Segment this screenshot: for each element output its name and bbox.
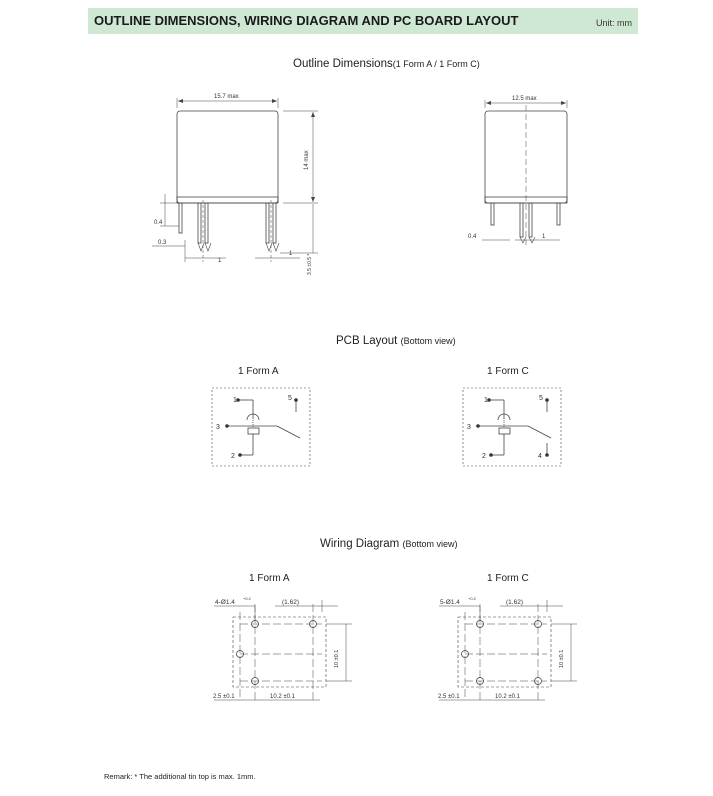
wiring-c-height: 10 ±0.1 <box>559 650 565 668</box>
remark-note: Remark: * The additional tin top is max.… <box>104 772 256 781</box>
front-thickness-label: 0.4 <box>468 234 477 240</box>
wiring-a-pitch-a: 2.5 ±0.1 <box>213 694 235 700</box>
outline-title: Outline Dimensions <box>293 58 393 70</box>
wiring-c-holes: 5-Ø1.4 <box>440 599 460 606</box>
front-width-label: 12.5 max <box>512 96 537 102</box>
pcb-heading: PCB Layout (Bottom view) <box>336 335 456 347</box>
pcb-c-pin-5: 5 <box>539 395 543 402</box>
outline-heading: Outline Dimensions(1 Form A / 1 Form C) <box>293 58 480 70</box>
pcb-form-c-label: 1 Form C <box>487 366 529 377</box>
wiring-a-tol: +0.2 <box>243 596 252 601</box>
outline-front-view <box>482 100 568 245</box>
pcb-a-pin-1: 1 <box>233 397 237 404</box>
outline-side-view <box>152 98 318 262</box>
side-pitch-label-2: 1 <box>289 251 293 257</box>
pin-length-label: 3.5 ±0.5 * <box>307 254 313 275</box>
side-pitch-label-1: 1 <box>218 258 222 264</box>
section-header: OUTLINE DIMENSIONS, WIRING DIAGRAM AND P… <box>88 8 638 34</box>
pcb-c-pin-3: 3 <box>467 424 471 431</box>
wiring-a-height: 10 ±0.1 <box>334 650 340 668</box>
pcb-c-pin-1: 1 <box>484 397 488 404</box>
side-offset-label: 0.3 <box>158 240 167 246</box>
pcb-form-c-diagram <box>462 387 562 467</box>
header-title: OUTLINE DIMENSIONS, WIRING DIAGRAM AND P… <box>94 13 519 28</box>
wiring-a-holes: 4-Ø1.4 <box>215 599 235 606</box>
side-thickness-label: 0.4 <box>154 220 163 226</box>
pcb-a-pin-5: 5 <box>288 395 292 402</box>
wiring-c-pitch-b: 10.2 ±0.1 <box>495 694 521 700</box>
wiring-form-c-label: 1 Form C <box>487 573 529 584</box>
pcb-c-pin-2: 2 <box>482 453 486 460</box>
pcb-subtitle: (Bottom view) <box>400 336 456 346</box>
wiring-subtitle: (Bottom view) <box>402 539 458 549</box>
front-pitch-label: 1 <box>542 234 546 240</box>
pcb-title: PCB Layout <box>336 335 398 347</box>
side-height-label: 14 max <box>304 150 310 170</box>
wiring-a-pitch-b: 10.2 ±0.1 <box>270 694 296 700</box>
pcb-a-pin-3: 3 <box>216 424 220 431</box>
wiring-title: Wiring Diagram <box>320 538 400 550</box>
pcb-a-pin-2: 2 <box>231 453 235 460</box>
wiring-form-a-label: 1 Form A <box>249 573 290 584</box>
wiring-c-tol: +0.2 <box>468 596 477 601</box>
wiring-form-a-diagram <box>214 600 352 701</box>
pcb-c-pin-4: 4 <box>538 453 542 460</box>
pcb-form-a-diagram <box>211 387 311 467</box>
outline-subtitle: (1 Form A / 1 Form C) <box>392 59 480 69</box>
wiring-form-c-diagram <box>439 600 577 701</box>
unit-label: Unit: mm <box>596 18 632 28</box>
wiring-c-pitch-a: 2.5 ±0.1 <box>438 694 460 700</box>
wiring-heading: Wiring Diagram (Bottom view) <box>320 538 457 550</box>
wiring-c-offset: (1.62) <box>506 599 523 606</box>
side-width-label: 15.7 max <box>214 94 239 100</box>
pcb-form-a-label: 1 Form A <box>238 366 279 377</box>
wiring-a-offset: (1.62) <box>282 599 299 606</box>
